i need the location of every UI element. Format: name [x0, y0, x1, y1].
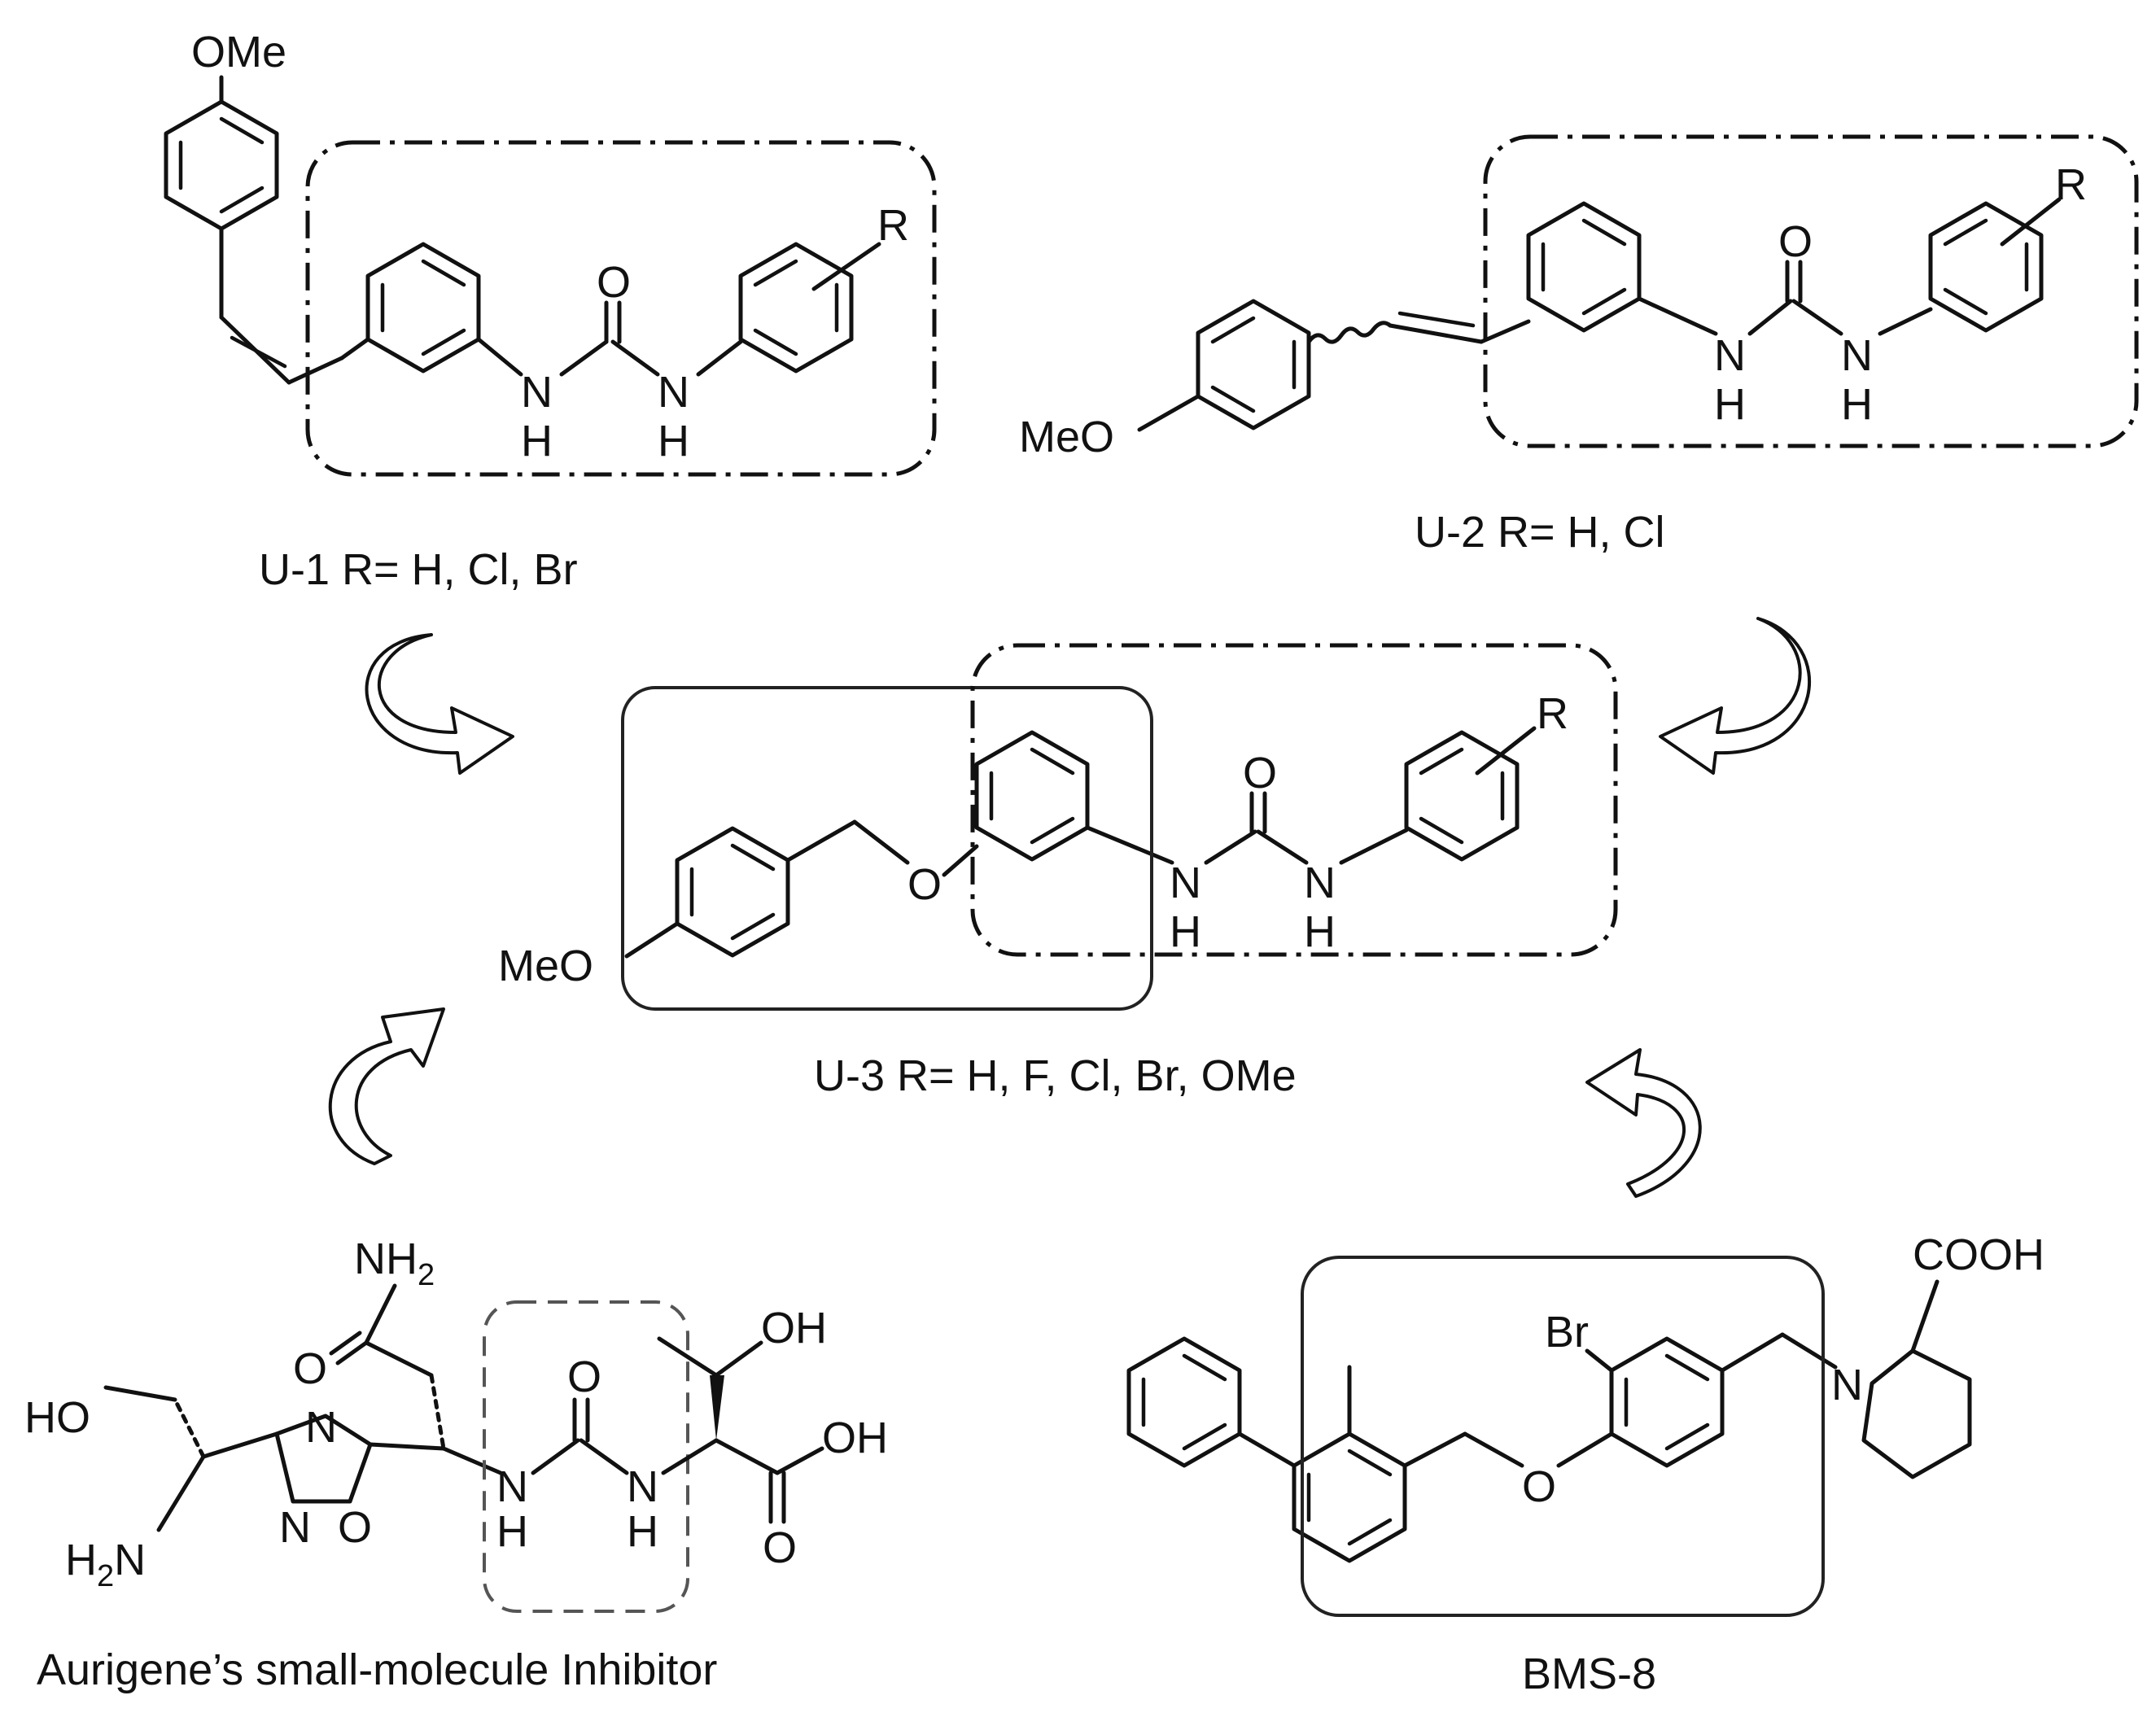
- bms8-label-o-ether: O: [1522, 1462, 1556, 1511]
- u3-label-o-ether: O: [907, 860, 942, 909]
- aurigene-label-n2: N: [627, 1462, 658, 1511]
- structure-u2: MeO N H O N H R U-2 R= H, Cl: [1019, 134, 2139, 557]
- u3-label-h1: H: [1170, 907, 1201, 956]
- aurigene-label-oh-acid: OH: [822, 1414, 888, 1462]
- aurigene-label-h2: H: [627, 1507, 658, 1556]
- u2-caption: U-2 R= H, Cl: [1415, 508, 1665, 557]
- aurigene-label-h2n: H2N: [65, 1536, 146, 1593]
- u2-label-h1: H: [1714, 380, 1746, 429]
- bms8-label-cooh: COOH: [1913, 1230, 2044, 1279]
- u2-ring-methoxyphenyl: [1196, 299, 1311, 430]
- aurigene-hash-bond-1: [429, 1373, 446, 1451]
- u1-ring-central: [365, 242, 481, 374]
- u1-ring-terminal: [738, 242, 854, 374]
- arrow-u2-to-u3-icon: [1659, 617, 1811, 775]
- u1-pharmacophore-box: [305, 140, 937, 477]
- u3-ring-central: [974, 730, 1090, 862]
- bms8-label-n: N: [1831, 1361, 1863, 1409]
- u3-benzyl-bond: [785, 819, 857, 863]
- u3-pharmacophore-box: [970, 643, 1618, 957]
- u2-pharmacophore-box: [1483, 134, 2139, 448]
- u2-wavy-bond: [1306, 321, 1393, 344]
- u2-ring-terminal: [1928, 201, 2044, 333]
- aurigene-caption: Aurigene’s small-molecule Inhibitor: [37, 1645, 717, 1694]
- u1-label-r: R: [877, 201, 909, 250]
- aurigene-label-o-urea: O: [567, 1352, 601, 1401]
- aurigene-label-n-ring-bottom: N: [279, 1503, 311, 1552]
- aurigene-label-nh2-top: NH2: [354, 1234, 435, 1292]
- aurigene-label-n-ring-top: N: [305, 1403, 337, 1452]
- structure-u3: MeO O N H O N H R U-3 R= H, F, Cl, Br, O…: [498, 643, 1618, 1100]
- bms8-label-br: Br: [1545, 1308, 1589, 1357]
- u3-label-n1: N: [1170, 859, 1201, 907]
- u1-label-n1: N: [521, 368, 553, 417]
- aurigene-label-ho: HO: [24, 1393, 90, 1442]
- aurigene-label-oh-top: OH: [761, 1304, 827, 1352]
- u1-label-ome: OMe: [191, 28, 286, 76]
- u1-label-o: O: [597, 258, 631, 307]
- bms8-ring-piperidine: [1861, 1348, 1972, 1479]
- aurigene-label-o-amide: O: [293, 1344, 327, 1393]
- u3-label-o: O: [1243, 749, 1277, 797]
- aurigene-urea-box: [483, 1300, 689, 1613]
- u3-solid-box: [621, 686, 1153, 1011]
- u3-caption: U-3 R= H, F, Cl, Br, OMe: [814, 1051, 1297, 1100]
- u1-label-h2: H: [658, 417, 689, 465]
- bms8-solid-box: [1301, 1256, 1825, 1617]
- structure-aurigene: NH2 O N N O HO H2N N H O N H: [24, 1234, 888, 1694]
- arrow-u1-to-u3-icon: [365, 633, 514, 775]
- u2-label-n1: N: [1714, 331, 1746, 380]
- u2-ring-central: [1526, 201, 1642, 333]
- u3-label-h2: H: [1304, 907, 1336, 956]
- u1-label-h1: H: [521, 417, 553, 465]
- arrow-aurigene-to-u3-icon: [328, 1007, 445, 1165]
- aurigene-wedge-bond: [710, 1375, 724, 1440]
- arrow-bms8-to-u3-icon: [1585, 1048, 1702, 1198]
- u2-label-n2: N: [1841, 331, 1873, 380]
- aurigene-label-o-ring: O: [338, 1503, 372, 1552]
- u2-label-o: O: [1778, 217, 1813, 266]
- aurigene-label-h1: H: [496, 1507, 528, 1556]
- u3-ring-terminal: [1404, 730, 1520, 862]
- u3-label-r: R: [1537, 689, 1568, 738]
- aurigene-label-o-acid: O: [763, 1523, 797, 1572]
- aurigene-label-n1: N: [496, 1462, 528, 1511]
- u2-label-meo: MeO: [1019, 413, 1114, 461]
- u1-caption: U-1 R= H, Cl, Br: [259, 545, 578, 594]
- structure-u1: OMe N H O N H R U-1 R= H, Cl, Br: [164, 28, 937, 594]
- u2-label-r: R: [2055, 160, 2087, 209]
- u3-label-meo: MeO: [498, 942, 593, 990]
- aurigene-oxadiazole-ring: [274, 1414, 373, 1504]
- u1-label-n2: N: [658, 368, 689, 417]
- u2-label-h2: H: [1841, 380, 1873, 429]
- bms8-caption: BMS-8: [1522, 1650, 1656, 1698]
- aurigene-hash-bond-2: [173, 1397, 206, 1459]
- bms8-ring-phenyl: [1126, 1336, 1242, 1468]
- structure-bms8: O Br N COOH BMS-8: [1126, 1230, 2044, 1698]
- u3-label-n2: N: [1304, 859, 1336, 907]
